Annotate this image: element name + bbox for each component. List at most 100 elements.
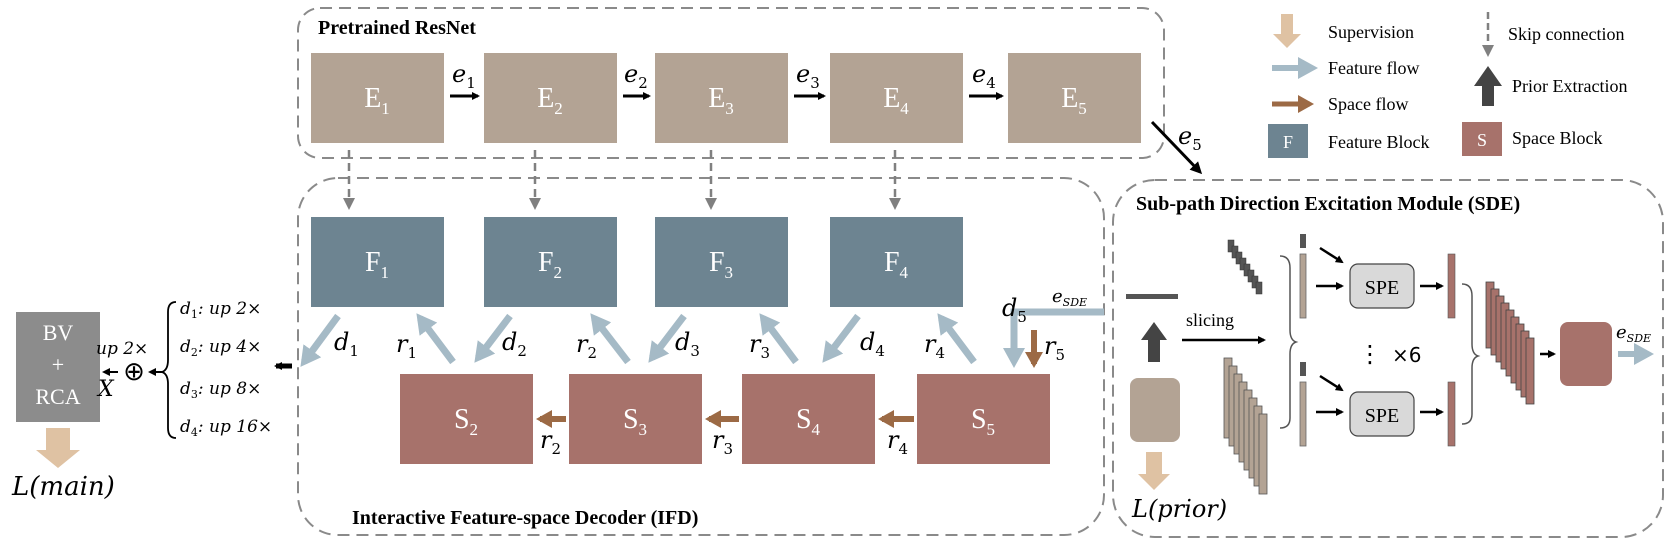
r-label: r5 bbox=[1044, 332, 1065, 364]
esde-out-label: eSDE bbox=[1616, 322, 1651, 345]
loss-prior: L(prior) bbox=[1131, 495, 1227, 523]
list-brace bbox=[159, 301, 177, 439]
e5-arrow bbox=[1150, 120, 1203, 175]
legend-supervision: Supervision bbox=[1328, 22, 1414, 42]
space-flows bbox=[536, 330, 1043, 428]
encoder-block bbox=[484, 53, 617, 143]
legend-skip: Skip connection bbox=[1508, 24, 1624, 44]
prior-supervision-arrow bbox=[1138, 452, 1170, 490]
legend-feature-flow: Feature flow bbox=[1328, 58, 1419, 78]
slicing-label: slicing bbox=[1186, 310, 1234, 330]
output-head: BV + RCA L(main) up 2× X ⊕ d1: up 2× d2:… bbox=[11, 299, 292, 502]
edge-label: e1 bbox=[452, 60, 476, 92]
feature-label: F4 bbox=[884, 247, 909, 282]
r-arrow bbox=[590, 313, 631, 365]
space-block bbox=[917, 374, 1050, 464]
upsample-item: d3: up 8× bbox=[180, 379, 261, 401]
legend-space-flow: Space flow bbox=[1328, 94, 1408, 114]
sub-feature-bar bbox=[1299, 381, 1307, 447]
encoder-label: E4 bbox=[883, 83, 909, 118]
skip-connections bbox=[343, 150, 901, 210]
resnet-frame bbox=[297, 7, 1165, 159]
encoder-row: E1 E2 E3 E4 E5 bbox=[311, 53, 1141, 143]
excited-bar bbox=[1447, 253, 1456, 319]
prior-box bbox=[1130, 378, 1180, 442]
d-arrow bbox=[822, 313, 861, 363]
r-arrow bbox=[416, 313, 456, 365]
feature-block bbox=[311, 217, 444, 307]
oplus-symbol: ⊕ bbox=[123, 357, 145, 387]
d-label: d5 bbox=[1002, 294, 1027, 326]
encoder-label: E3 bbox=[708, 83, 734, 118]
legend: Supervision Feature flow Space flow F Fe… bbox=[1268, 12, 1627, 158]
prior-legend-icon bbox=[1474, 66, 1502, 106]
d-arrow bbox=[648, 313, 687, 363]
feature-block bbox=[655, 217, 788, 307]
legend-feature-block: Feature Block bbox=[1328, 132, 1429, 152]
legend-space-letter: S bbox=[1477, 130, 1487, 150]
legend-space-block: Space Block bbox=[1512, 128, 1602, 148]
r-arrow bbox=[937, 313, 977, 365]
d-label: d3 bbox=[675, 328, 700, 360]
loss-main: L(main) bbox=[11, 472, 115, 502]
r-label: r3 bbox=[749, 330, 770, 362]
space-label: S5 bbox=[971, 404, 995, 439]
esde-feed-arrow bbox=[1003, 308, 1104, 368]
spe-label: SPE bbox=[1365, 277, 1399, 299]
resnet-title: Pretrained ResNet bbox=[318, 17, 476, 39]
sub-prior-bar bbox=[1300, 234, 1306, 248]
ifd-frame bbox=[297, 177, 1105, 536]
prior-line bbox=[1126, 294, 1178, 299]
upsample-item: d2: up 4× bbox=[180, 337, 261, 359]
prior-to-spe-arrow bbox=[1319, 246, 1344, 264]
excited-bar bbox=[1447, 381, 1456, 447]
feature-block bbox=[830, 217, 963, 307]
space-block bbox=[400, 374, 533, 464]
feature-label: F2 bbox=[538, 247, 562, 282]
up-label: up 2× bbox=[96, 339, 148, 359]
encoder-label: E5 bbox=[1061, 83, 1087, 118]
edge-label: e3 bbox=[796, 60, 820, 92]
feature-label: F1 bbox=[365, 247, 389, 282]
esde-label: eSDE bbox=[1052, 286, 1087, 309]
space-label: S4 bbox=[796, 404, 821, 439]
sde-output-block bbox=[1560, 322, 1612, 386]
spe-block bbox=[1349, 391, 1415, 437]
encoder-edges: e1 e2 e3 e4 e5 bbox=[450, 60, 1203, 175]
space-label: S2 bbox=[454, 404, 478, 439]
sde-frame bbox=[1112, 179, 1664, 538]
ifd-title: Interactive Feature-space Decoder (IFD) bbox=[352, 507, 698, 529]
bv-rca-box bbox=[16, 312, 100, 422]
edge-label: e5 bbox=[1178, 122, 1202, 154]
sliced-stack-bottom bbox=[1223, 357, 1268, 495]
r-label: r1 bbox=[396, 330, 417, 362]
flow-labels: d1 d2 d3 d4 d5 r1 r2 r3 r4 r2 r3 r4 r5 e… bbox=[334, 286, 1087, 458]
r-label: r2 bbox=[576, 330, 597, 362]
prior-to-spe-arrow bbox=[1319, 374, 1344, 392]
encoder-block bbox=[655, 53, 788, 143]
x-label: X bbox=[96, 377, 115, 402]
feature-flows bbox=[300, 308, 1104, 368]
space-row: S2 S3 S4 S5 bbox=[400, 374, 1050, 464]
supervision-arrow bbox=[36, 428, 80, 468]
repeat-dots: ⋮ bbox=[1358, 340, 1382, 368]
encoder-block bbox=[311, 53, 444, 143]
d-arrow bbox=[300, 313, 341, 367]
d-label: d4 bbox=[860, 328, 885, 360]
space-block bbox=[569, 374, 702, 464]
split-brace bbox=[1279, 255, 1299, 429]
feature-label: F3 bbox=[709, 247, 733, 282]
r-arrow bbox=[759, 313, 799, 365]
space-block-legend-icon bbox=[1462, 122, 1502, 156]
encoder-label: E1 bbox=[364, 83, 390, 118]
sub-feature-bar bbox=[1299, 253, 1307, 319]
feature-block bbox=[484, 217, 617, 307]
encoder-block bbox=[1008, 53, 1141, 143]
spe-label: SPE bbox=[1365, 405, 1399, 427]
space-block bbox=[742, 374, 875, 464]
r-label: r2 bbox=[540, 426, 561, 458]
sde-title: Sub-path Direction Excitation Module (SD… bbox=[1136, 193, 1520, 215]
sde-internals: L(prior) slicing bbox=[1126, 234, 1654, 523]
supervision-legend-icon bbox=[1273, 14, 1301, 48]
